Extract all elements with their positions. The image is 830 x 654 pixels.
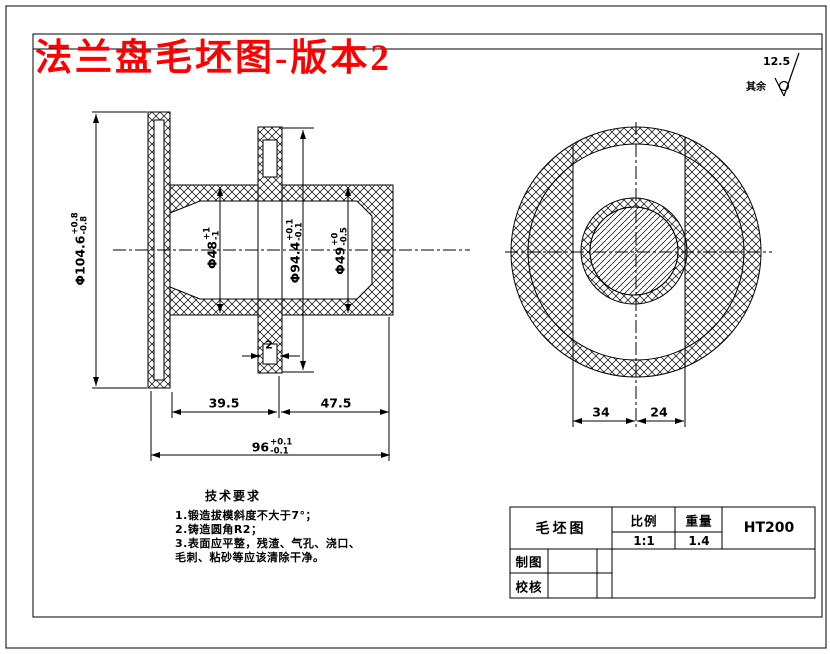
front-view <box>510 126 762 427</box>
lower-wall-left <box>169 286 259 316</box>
extension-lines <box>92 111 390 461</box>
tech-requirement-line-2: 2.铸造圆角R2； <box>175 523 263 536</box>
dim-groove-2: 2 <box>265 338 273 352</box>
dim-34: 34 <box>592 404 610 420</box>
tech-requirement-line-4: 毛刺、粘砂等应该清除干净。 <box>175 551 325 564</box>
title-block-drawn-label: 制图 <box>515 554 543 570</box>
dim-d48-value: Φ48 <box>204 241 220 270</box>
dim-d49: Φ49 +0 -0.5 <box>330 227 350 275</box>
tech-requirement-line-3: 3.表面应平整，残渣、气孔、浇口、 <box>175 537 361 550</box>
roughness-value: 12.5 <box>763 55 791 68</box>
center-flange-bottom-notch <box>262 343 278 365</box>
title-block-material: HT200 <box>743 520 795 536</box>
dim-d94-value: Φ94.4 <box>287 241 303 284</box>
dim-47-5: 47.5 <box>320 395 352 411</box>
title-block-checked-label: 校核 <box>515 579 543 595</box>
section-view <box>147 111 394 389</box>
right-body <box>281 184 394 316</box>
tech-requirement-line-1: 1.锻造拔模斜度不大于7°； <box>175 509 317 522</box>
centerlines <box>113 122 772 427</box>
title-block-grid <box>509 506 816 599</box>
title-block-weight-value: 1.4 <box>688 534 710 548</box>
title-block-scale-value: 1:1 <box>633 534 655 548</box>
dim-d104-tolerance: +0.8 -0.8 <box>70 212 90 235</box>
title-block-drawing-name: 毛坯图 <box>535 521 587 537</box>
dim-d94: Φ94.4 +0.1 -0.1 <box>285 218 305 284</box>
title-block-scale-label: 比例 <box>630 513 658 529</box>
dim-d48: Φ48 +1 -1 <box>202 226 222 270</box>
tech-requirements-heading: 技术要求 <box>205 489 262 503</box>
dim-d49-tolerance: +0 -0.5 <box>330 227 350 246</box>
title-block-weight-label: 重量 <box>685 513 713 529</box>
page-title: 法兰盘毛坯图-版本2 <box>35 38 392 79</box>
dim-24: 24 <box>650 404 668 420</box>
dim-d49-value: Φ49 <box>332 246 348 275</box>
dim-d104-value: Φ104.6 <box>72 235 88 286</box>
roughness-prefix: 其余 <box>746 82 766 93</box>
dim-d104: Φ104.6 +0.8 -0.8 <box>70 212 90 286</box>
outer-border <box>5 5 827 649</box>
dim-39-5: 39.5 <box>208 395 240 411</box>
dim-96: 96 +0.1 -0.1 <box>251 437 293 456</box>
roughness-symbol-icon <box>774 52 800 97</box>
dim-96-tolerance: +0.1 -0.1 <box>270 437 293 456</box>
bore-circle <box>589 206 679 296</box>
drawing-frame <box>5 5 827 649</box>
inner-border <box>32 33 823 618</box>
dim-d48-tolerance: +1 -1 <box>202 226 222 241</box>
dim-d94-tolerance: +0.1 -0.1 <box>285 218 305 241</box>
dimension-lines <box>93 114 684 458</box>
center-flange-top-notch <box>262 139 278 178</box>
upper-wall-left <box>169 184 259 214</box>
